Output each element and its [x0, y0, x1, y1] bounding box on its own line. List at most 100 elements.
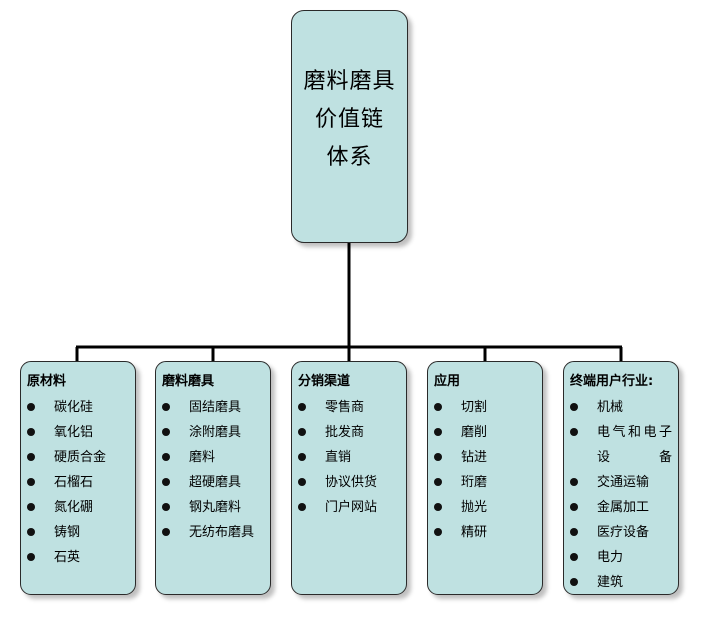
- list-item-label: 切割: [461, 400, 488, 415]
- category-distribution-channels: 分销渠道 零售商 批发商 直销 协议供货 门户网站: [291, 361, 407, 595]
- category-raw-materials: 原材料 碳化硅 氧化铝 硬质合金 石榴石 氮化硼 铸钢 石英: [20, 361, 136, 595]
- bullet-icon: [27, 528, 35, 536]
- bullet-icon: [162, 403, 170, 411]
- list-item-label: 精研: [461, 525, 488, 540]
- list-item: 珩磨: [434, 470, 542, 495]
- list-item: 门户网站: [298, 495, 406, 520]
- bullet-icon: [27, 503, 35, 511]
- bullet-icon: [434, 528, 442, 536]
- list-item-label: 石英: [54, 550, 81, 565]
- list-item-label: 交通运输: [597, 475, 650, 490]
- list-item-label: 机械: [597, 400, 624, 415]
- category-item-list: 机械 电气和电子设备 交通运输 金属加工 医疗设备 电力 建筑: [570, 395, 678, 595]
- bullet-icon: [570, 503, 578, 511]
- list-item-label: 超硬磨具: [189, 475, 242, 490]
- list-item-label: 电气和电子设备: [597, 425, 672, 465]
- category-abrasives: 磨料磨具 固结磨具 涂附磨具 磨料 超硬磨具 钢丸磨料 无纺布磨具: [155, 361, 271, 595]
- bullet-icon: [162, 528, 170, 536]
- category-item-list: 碳化硅 氧化铝 硬质合金 石榴石 氮化硼 铸钢 石英: [27, 395, 135, 570]
- list-item-label: 门户网站: [325, 500, 378, 515]
- bullet-icon: [298, 453, 306, 461]
- root-title-line: 体系: [326, 145, 373, 170]
- list-item-label: 金属加工: [597, 500, 650, 515]
- list-item-label: 钻进: [461, 450, 488, 465]
- list-item: 氧化铝: [27, 420, 135, 445]
- bullet-icon: [298, 428, 306, 436]
- list-item-label: 建筑: [597, 575, 624, 590]
- bullet-icon: [434, 428, 442, 436]
- category-title: 终端用户行业:: [570, 374, 654, 389]
- list-item: 钢丸磨料: [162, 495, 270, 520]
- bullet-icon: [434, 478, 442, 486]
- list-item: 磨料: [162, 445, 270, 470]
- list-item-label: 零售商: [325, 400, 365, 415]
- list-item: 医疗设备: [570, 520, 678, 545]
- bullet-icon: [162, 428, 170, 436]
- list-item: 石榴石: [27, 470, 135, 495]
- category-title: 应用: [434, 374, 461, 389]
- list-item-label: 铸钢: [54, 525, 81, 540]
- list-item: 氮化硼: [27, 495, 135, 520]
- bullet-icon: [570, 478, 578, 486]
- list-item: 建筑: [570, 570, 678, 595]
- list-item: 磨削: [434, 420, 542, 445]
- bullet-icon: [27, 428, 35, 436]
- list-item: 切割: [434, 395, 542, 420]
- list-item: 抛光: [434, 495, 542, 520]
- category-title: 分销渠道: [298, 374, 351, 389]
- list-item: 超硬磨具: [162, 470, 270, 495]
- list-item: 协议供货: [298, 470, 406, 495]
- list-item: 钻进: [434, 445, 542, 470]
- bullet-icon: [434, 453, 442, 461]
- list-item: 直销: [298, 445, 406, 470]
- list-item: 碳化硅: [27, 395, 135, 420]
- list-item-label: 直销: [325, 450, 352, 465]
- list-item-label: 氮化硼: [54, 500, 94, 515]
- bullet-icon: [27, 453, 35, 461]
- list-item: 批发商: [298, 420, 406, 445]
- list-item-label: 无纺布磨具: [189, 525, 255, 540]
- root-node: 磨料磨具 价值链 体系: [291, 10, 408, 243]
- list-item: 硬质合金: [27, 445, 135, 470]
- list-item-label: 钢丸磨料: [189, 500, 242, 515]
- list-item-label: 抛光: [461, 500, 488, 515]
- category-item-list: 切割 磨削 钻进 珩磨 抛光 精研: [434, 395, 542, 545]
- category-applications: 应用 切割 磨削 钻进 珩磨 抛光 精研: [427, 361, 543, 595]
- bullet-icon: [570, 578, 578, 586]
- category-title: 原材料: [27, 374, 67, 389]
- bullet-icon: [27, 403, 35, 411]
- bullet-icon: [570, 428, 578, 436]
- bullet-icon: [162, 453, 170, 461]
- category-item-list: 零售商 批发商 直销 协议供货 门户网站: [298, 395, 406, 520]
- list-item: 涂附磨具: [162, 420, 270, 445]
- list-item-label: 固结磨具: [189, 400, 242, 415]
- list-item-label: 涂附磨具: [189, 425, 242, 440]
- root-title-line: 磨料磨具: [303, 69, 396, 94]
- list-item-label: 氧化铝: [54, 425, 94, 440]
- list-item: 无纺布磨具: [162, 520, 270, 545]
- bullet-icon: [298, 478, 306, 486]
- list-item: 金属加工: [570, 495, 678, 520]
- bullet-icon: [570, 528, 578, 536]
- list-item-label: 碳化硅: [54, 400, 94, 415]
- list-item-label: 磨削: [461, 425, 488, 440]
- list-item: 精研: [434, 520, 542, 545]
- category-end-user-industries: 终端用户行业: 机械 电气和电子设备 交通运输 金属加工 医疗设备 电力 建筑: [563, 361, 679, 595]
- list-item-label: 协议供货: [325, 475, 378, 490]
- list-item-label: 医疗设备: [597, 525, 650, 540]
- list-item: 交通运输: [570, 470, 678, 495]
- list-item: 机械: [570, 395, 678, 420]
- bullet-icon: [298, 403, 306, 411]
- list-item: 零售商: [298, 395, 406, 420]
- list-item: 电力: [570, 545, 678, 570]
- list-item: 石英: [27, 545, 135, 570]
- category-item-list: 固结磨具 涂附磨具 磨料 超硬磨具 钢丸磨料 无纺布磨具: [162, 395, 270, 545]
- bullet-icon: [27, 553, 35, 561]
- bullet-icon: [162, 503, 170, 511]
- bullet-icon: [570, 403, 578, 411]
- list-item: 固结磨具: [162, 395, 270, 420]
- category-title: 磨料磨具: [162, 374, 215, 389]
- list-item-label: 磨料: [189, 450, 216, 465]
- list-item-label: 批发商: [325, 425, 365, 440]
